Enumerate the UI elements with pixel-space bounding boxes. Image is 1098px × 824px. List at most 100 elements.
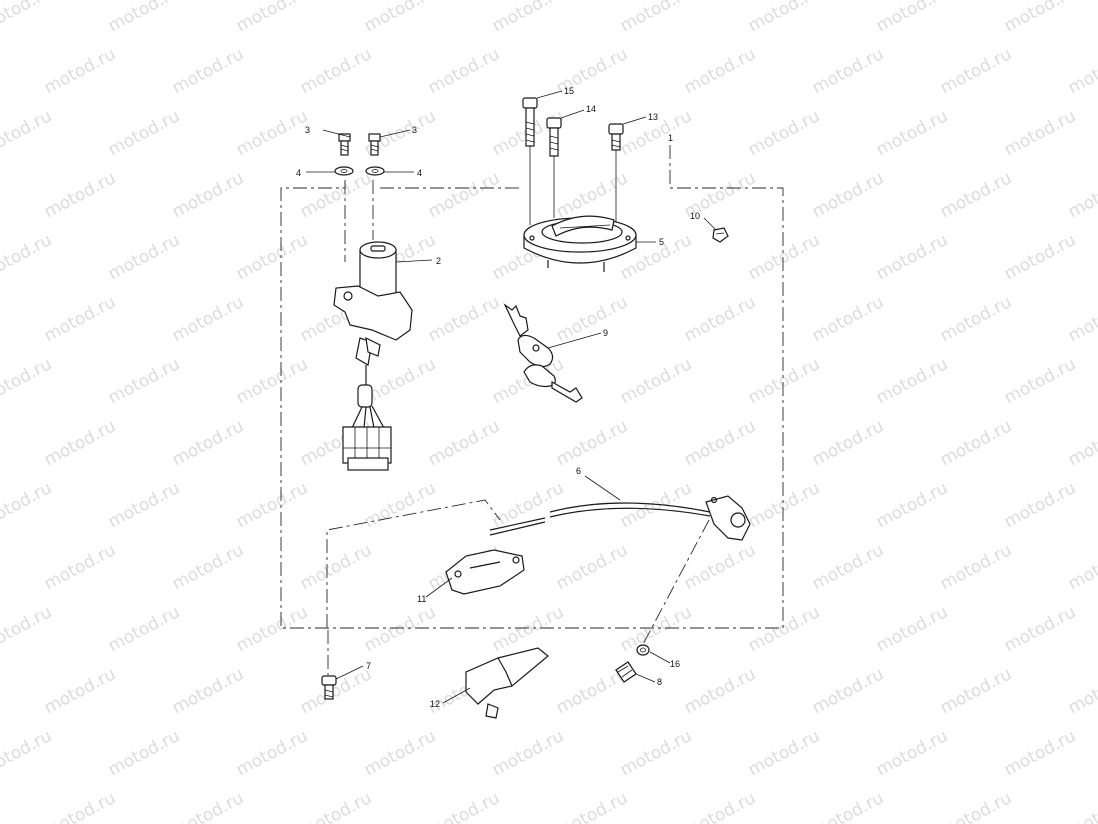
- watermark-text: motod.ru: [169, 788, 247, 824]
- watermark-text: motod.ru: [233, 726, 311, 780]
- watermark-text: motod.ru: [937, 664, 1015, 718]
- watermark-text: motod.ru: [809, 292, 887, 346]
- watermark-text: motod.ru: [809, 416, 887, 470]
- watermark-text: motod.ru: [1001, 726, 1079, 780]
- watermark-text: motod.ru: [1065, 540, 1098, 594]
- watermark-text: motod.ru: [1065, 292, 1098, 346]
- bracket-11: [445, 549, 525, 595]
- callout-11: 11: [417, 594, 426, 604]
- watermark-text: motod.ru: [1001, 354, 1079, 408]
- watermark-text: motod.ru: [169, 168, 247, 222]
- watermark-text: motod.ru: [617, 478, 695, 532]
- watermark-text: motod.ru: [873, 602, 951, 656]
- callout-3-right: 3: [412, 125, 417, 135]
- watermark-text: motod.ru: [105, 354, 183, 408]
- watermark-text: motod.ru: [745, 106, 823, 160]
- watermark-text: motod.ru: [681, 788, 759, 824]
- callout-9: 9: [603, 328, 608, 338]
- watermark-text: motod.ru: [1065, 416, 1098, 470]
- callout-8: 8: [657, 677, 662, 687]
- callout-5: 5: [659, 237, 664, 247]
- watermark-text: motod.ru: [105, 478, 183, 532]
- watermark-text: motod.ru: [425, 168, 503, 222]
- watermark-text: motod.ru: [233, 354, 311, 408]
- watermark-text: motod.ru: [809, 664, 887, 718]
- watermark-text: motod.ru: [233, 106, 311, 160]
- watermark-text: motod.ru: [489, 478, 567, 532]
- watermark-text: motod.ru: [233, 602, 311, 656]
- watermark-text: motod.ru: [425, 788, 503, 824]
- watermark-text: motod.ru: [489, 0, 567, 36]
- watermark-text: motod.ru: [233, 230, 311, 284]
- washer-4-right: [365, 166, 385, 176]
- watermark-text: motod.ru: [553, 788, 631, 824]
- watermark-text: motod.ru: [873, 478, 951, 532]
- watermark-text: motod.ru: [1065, 168, 1098, 222]
- watermark-text: motod.ru: [0, 478, 55, 532]
- watermark-text: motod.ru: [105, 0, 183, 36]
- watermark-text: motod.ru: [745, 602, 823, 656]
- watermark-text: motod.ru: [41, 168, 119, 222]
- watermark-text: motod.ru: [297, 168, 375, 222]
- watermark-text: motod.ru: [681, 292, 759, 346]
- watermark-text: motod.ru: [873, 230, 951, 284]
- watermark-text: motod.ru: [745, 230, 823, 284]
- watermark-text: motod.ru: [617, 0, 695, 36]
- watermark-text: motod.ru: [809, 44, 887, 98]
- watermark-text: motod.ru: [425, 292, 503, 346]
- watermark-text: motod.ru: [937, 168, 1015, 222]
- bolt-7: [321, 675, 337, 700]
- keys-9: [503, 303, 583, 403]
- watermark-text: motod.ru: [937, 788, 1015, 824]
- callout-15: 15: [564, 86, 574, 96]
- watermark-text: motod.ru: [425, 416, 503, 470]
- watermark-text: motod.ru: [681, 416, 759, 470]
- watermark-text: motod.ru: [105, 106, 183, 160]
- watermark-text: motod.ru: [41, 664, 119, 718]
- watermark-text: motod.ru: [361, 354, 439, 408]
- watermark-text: motod.ru: [41, 788, 119, 824]
- watermark-text: motod.ru: [1001, 478, 1079, 532]
- watermark-text: motod.ru: [745, 354, 823, 408]
- callout-10: 10: [690, 211, 700, 221]
- watermark-text: motod.ru: [617, 354, 695, 408]
- watermark-text: motod.ru: [553, 416, 631, 470]
- watermark-text: motod.ru: [617, 726, 695, 780]
- washer-4-left: [334, 166, 354, 176]
- watermark-text: motod.ru: [745, 0, 823, 36]
- callout-4-left: 4: [296, 168, 301, 178]
- callout-2: 2: [436, 256, 441, 266]
- watermark-text: motod.ru: [41, 416, 119, 470]
- callout-3-left: 3: [305, 125, 310, 135]
- watermark-text: motod.ru: [1001, 230, 1079, 284]
- watermark-text: motod.ru: [553, 292, 631, 346]
- callout-4-right: 4: [417, 168, 422, 178]
- watermark-text: motod.ru: [297, 664, 375, 718]
- watermark-text: motod.ru: [105, 230, 183, 284]
- watermark-text: motod.ru: [745, 726, 823, 780]
- watermark-text: motod.ru: [937, 44, 1015, 98]
- watermark-text: motod.ru: [0, 0, 55, 36]
- watermark-text: motod.ru: [873, 0, 951, 36]
- leader-lines: [306, 90, 717, 704]
- bolt-15: [522, 97, 538, 225]
- watermark-text: motod.ru: [553, 168, 631, 222]
- callout-7: 7: [366, 661, 371, 671]
- callout-12: 12: [430, 699, 440, 709]
- watermark-text: motod.ru: [617, 602, 695, 656]
- callout-6: 6: [576, 466, 581, 476]
- watermark-text: motod.ru: [0, 602, 55, 656]
- bracket-12: [465, 647, 549, 719]
- watermark-text: motod.ru: [681, 540, 759, 594]
- watermark-text: motod.ru: [105, 602, 183, 656]
- plug-10: [712, 227, 729, 243]
- watermark-text: motod.ru: [169, 664, 247, 718]
- watermark-text: motod.ru: [169, 416, 247, 470]
- assembly-outline: [280, 145, 784, 675]
- watermark-text: motod.ru: [361, 602, 439, 656]
- watermark-text: motod.ru: [233, 478, 311, 532]
- watermark-text: motod.ru: [553, 540, 631, 594]
- watermark-text: motod.ru: [681, 44, 759, 98]
- screw-3-right: [368, 133, 381, 156]
- watermark-text: motod.ru: [809, 788, 887, 824]
